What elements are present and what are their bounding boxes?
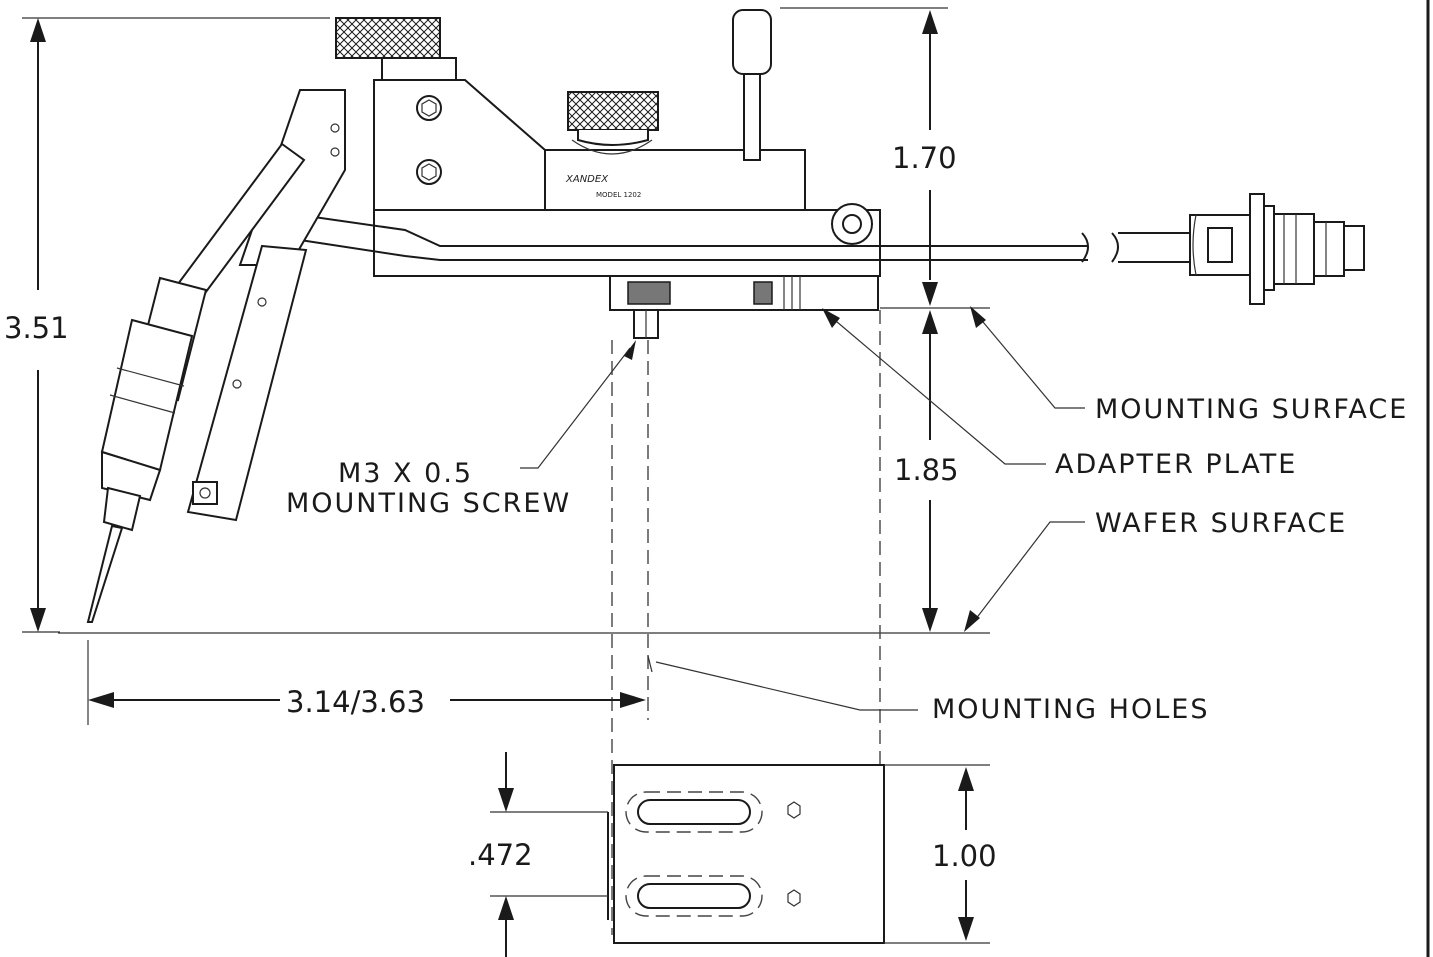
dim-plate-width: 1.00 — [884, 764, 997, 944]
knob-spring — [577, 130, 649, 146]
dim-label-1-85: 1.85 — [894, 453, 959, 487]
connector — [1189, 193, 1365, 305]
label-screw-line1: M3 X 0.5 — [338, 458, 473, 489]
callout-mounting-surface: MOUNTING SURFACE — [970, 306, 1408, 425]
label-screw-line2: MOUNTING SCREW — [286, 488, 571, 519]
angled-bracket — [373, 79, 546, 211]
dim-lower-height: 1.85 — [894, 310, 959, 632]
slot-outer-lower — [625, 875, 763, 917]
probe-needle — [86, 524, 124, 623]
label-wafer-surface: WAFER SURFACE — [1095, 508, 1347, 539]
dim-slot-spacing: .472 — [468, 752, 608, 957]
knob-stem — [381, 57, 457, 81]
adapter-plate-top-view — [607, 764, 885, 944]
hex-screw-top — [416, 95, 442, 121]
probe-body — [100, 318, 194, 472]
label-mounting-holes: MOUNTING HOLES — [932, 694, 1209, 725]
brand-label: XANDEX — [565, 174, 609, 185]
cable-bottom — [299, 239, 1088, 261]
slot-upper — [637, 799, 751, 825]
callout-adapter-plate: ADAPTER PLATE — [822, 308, 1297, 480]
probe-tip-holder — [102, 486, 142, 532]
model-label: MODEL 1202 — [596, 191, 641, 199]
cable-top — [299, 214, 1088, 247]
dim-label-1-00: 1.00 — [932, 839, 997, 873]
label-adapter-plate: ADAPTER PLATE — [1055, 449, 1297, 480]
label-mounting-surface: MOUNTING SURFACE — [1095, 394, 1408, 425]
probe-collar — [101, 450, 162, 502]
probe-arm — [86, 89, 346, 623]
dim-label-3-51: 3.51 — [4, 311, 69, 345]
main-body — [373, 209, 881, 277]
hole-upper — [787, 801, 801, 819]
lever-rod — [743, 73, 761, 161]
dim-label-472: .472 — [468, 838, 533, 872]
hex-screw-bottom — [416, 159, 442, 185]
callout-mounting-holes: MOUNTING HOLES — [647, 655, 1209, 725]
probe-assembly: XANDEX MODEL 1202 — [86, 9, 1365, 623]
pivot-screw-inner — [842, 214, 862, 234]
slot-lower — [637, 883, 751, 909]
probe-side-plate — [186, 244, 308, 522]
dim-label-1-70: 1.70 — [892, 141, 957, 175]
callout-mounting-screw: M3 X 0.5 MOUNTING SCREW — [286, 340, 636, 519]
lever-handle[interactable] — [732, 9, 772, 75]
top-knurled-knob[interactable] — [335, 17, 441, 59]
hole-lower — [787, 889, 801, 907]
slot-outer-upper — [625, 791, 763, 833]
dim-total-height: 3.51 — [4, 17, 330, 633]
dim-label-3-14-3-63: 3.14/3.63 — [286, 685, 425, 719]
upper-body — [519, 149, 806, 211]
dim-reach: 3.14/3.63 — [88, 685, 646, 719]
callout-wafer-surface: WAFER SURFACE — [964, 508, 1347, 632]
middle-knurled-knob[interactable] — [567, 91, 659, 131]
